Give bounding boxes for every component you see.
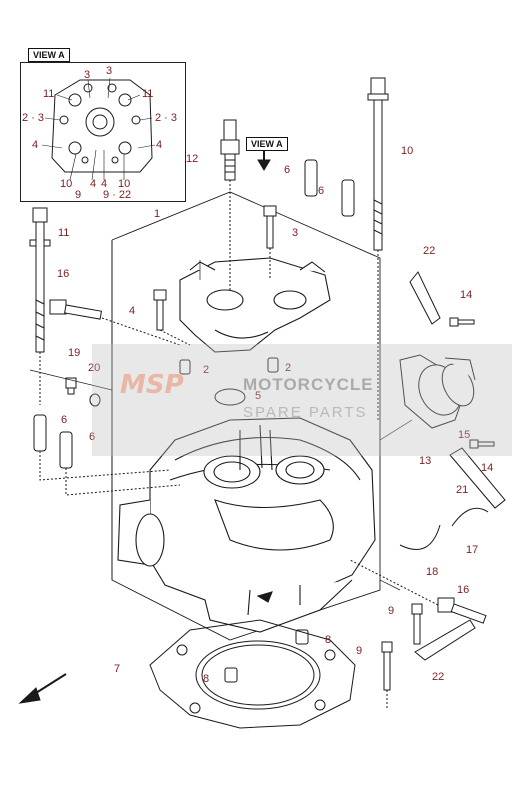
callout: 7: [114, 663, 121, 675]
callout: 9 · 22: [103, 189, 132, 201]
washer-20: [89, 393, 101, 407]
o-ring-5: [214, 388, 246, 406]
watermark-logo: MSP: [120, 370, 184, 400]
head-gasket: [149, 619, 356, 729]
callout: 1: [154, 208, 161, 220]
callout: 11: [142, 88, 154, 100]
callout: 16: [57, 268, 70, 280]
view-a-inset: [20, 62, 186, 202]
callout: 11: [58, 227, 70, 239]
callout: 22: [423, 245, 436, 257]
bolt-11: [29, 207, 51, 405]
watermark-text-line1: MOTORCYCLE: [243, 375, 374, 394]
bracket-21: [449, 447, 506, 509]
view-a-leaders: [41, 77, 156, 181]
clip-18: [399, 524, 441, 550]
callout: 14: [460, 289, 473, 301]
callout: 10: [118, 178, 131, 190]
view-a-arrow: [257, 150, 271, 171]
callout: 2 · 3: [155, 112, 178, 124]
spark-plug: [220, 119, 240, 290]
callout: 3: [292, 227, 299, 239]
dowel-8-upper: [295, 629, 309, 645]
callout: 12: [186, 153, 199, 165]
bolt-4: [153, 289, 191, 346]
bracket-22-top: [409, 271, 441, 325]
callout: 4: [101, 178, 108, 190]
callout: 9: [356, 645, 363, 657]
bolt-16-left: [49, 299, 181, 346]
callout: 19: [68, 347, 81, 359]
callout: 13: [419, 455, 432, 467]
callout: 4: [32, 139, 39, 151]
callout: 3: [106, 65, 113, 77]
callout: 22: [432, 671, 445, 683]
long-bolt-10: [367, 77, 389, 420]
bolt-9-lower: [381, 641, 393, 710]
callout: 9: [75, 189, 82, 201]
clip-17: [451, 507, 489, 527]
callout: 10: [60, 178, 73, 190]
callout: 16: [457, 584, 470, 596]
view-a-title: VIEW A: [28, 48, 70, 62]
screw-14-right: [469, 439, 495, 449]
callout: 21: [456, 484, 469, 496]
callout: 18: [426, 566, 439, 578]
callout: 15: [458, 429, 471, 441]
callout: 4: [90, 178, 97, 190]
bolt-16-right: [349, 559, 487, 624]
watermark-banner: [92, 344, 512, 456]
leader-lines: [29, 260, 413, 591]
screw-14-top: [449, 317, 475, 327]
callout: 4: [156, 139, 163, 151]
intake-pipe: [399, 354, 476, 429]
callout: 2: [285, 362, 292, 374]
bolt-9-upper: [411, 603, 423, 645]
bracket-22-bottom: [414, 619, 476, 661]
callout: 9: [388, 605, 395, 617]
callout: 20: [88, 362, 101, 374]
watermark-text-line2: SPARE PARTS: [243, 404, 368, 421]
dowel-pins-left: [33, 414, 181, 496]
dowel-pins-top: [304, 159, 355, 217]
callout: 10: [401, 145, 414, 157]
callout: 4: [129, 305, 136, 317]
callout: 6: [318, 185, 325, 197]
view-a-arrow-label: VIEW A: [246, 137, 288, 151]
bolt-3: [263, 205, 277, 280]
callout: 2: [203, 364, 210, 376]
callout: 6: [89, 431, 96, 443]
callout: 2 · 3: [22, 112, 45, 124]
callout: 11: [43, 88, 55, 100]
view-a-head-top: [51, 79, 153, 173]
cylinder-head: [117, 417, 376, 633]
callout: 3: [84, 69, 91, 81]
callout: 5: [255, 390, 262, 402]
callout: 8: [203, 673, 210, 685]
callout: 8: [325, 634, 332, 646]
front-direction-arrow: [18, 673, 67, 704]
callout: 17: [466, 544, 479, 556]
callout: 14: [481, 462, 494, 474]
dowel-8-lower: [224, 667, 238, 683]
plug-19: [65, 377, 77, 395]
callout: 6: [284, 164, 291, 176]
sleeves-2: [179, 357, 279, 375]
camshaft-holder: [179, 257, 331, 353]
callout: 6: [61, 414, 68, 426]
